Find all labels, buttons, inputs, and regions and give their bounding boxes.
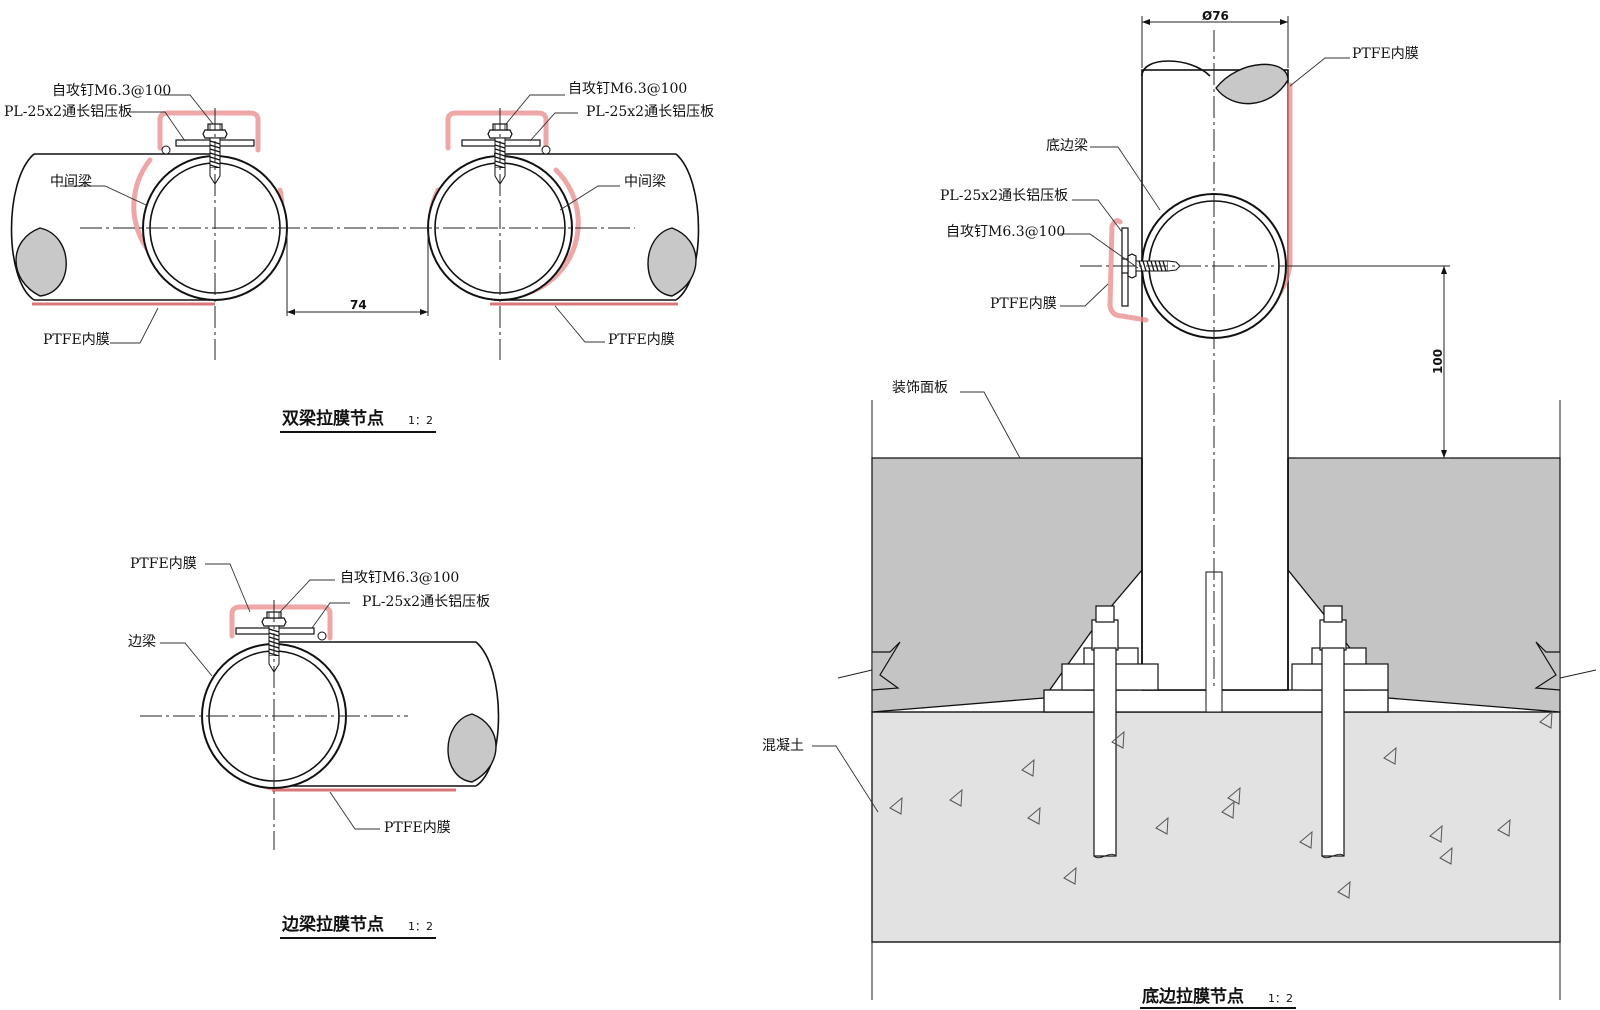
label-edge-beam: 边梁 bbox=[128, 634, 156, 650]
label-beam-right: 中间梁 bbox=[624, 174, 666, 190]
right-beam-outline bbox=[494, 153, 676, 301]
anchor-bolt-icon bbox=[1061, 605, 1159, 859]
label-membrane-right: PTFE内膜 bbox=[608, 332, 675, 348]
dim-height: 100 bbox=[1431, 349, 1445, 374]
dim-spacing: 74 bbox=[350, 298, 367, 312]
concrete-block bbox=[871, 711, 1561, 943]
label-edge-membrane-bottom: PTFE内膜 bbox=[384, 820, 451, 836]
label-finish-panel: 装饰面板 bbox=[892, 380, 948, 396]
scale-bottom-edge: 1：2 bbox=[1268, 992, 1293, 1005]
label-concrete: 混凝土 bbox=[762, 738, 804, 754]
label-plate-right: PL-25x2通长铝压板 bbox=[586, 104, 714, 120]
post-section-hatch bbox=[1215, 63, 1289, 105]
detail-double-beam: 74 自攻钉M6.3@100 PL-25x2通长铝压板 中间梁 PTFE内膜 自… bbox=[4, 81, 714, 433]
membrane-left-top bbox=[157, 110, 261, 153]
dim-diameter: Ø76 bbox=[1202, 9, 1229, 23]
label-membrane-left: PTFE内膜 bbox=[43, 332, 110, 348]
label-screw-right: 自攻钉M6.3@100 bbox=[568, 81, 687, 97]
left-beam-outline bbox=[34, 153, 210, 301]
detail-bottom-edge: Ø76 100 PTFE内膜 底边梁 PL-25x2通长铝压板 自攻钉M6.3@… bbox=[762, 9, 1597, 1009]
label-beam-left: 中间梁 bbox=[50, 174, 92, 190]
scale-edge-beam: 1：2 bbox=[408, 920, 433, 933]
title-double-beam: 双梁拉膜节点 bbox=[282, 408, 384, 429]
label-bottom-beam: 底边梁 bbox=[1046, 138, 1088, 154]
title-edge-beam: 边梁拉膜节点 bbox=[281, 914, 384, 935]
membrane-right-top bbox=[445, 110, 549, 153]
label-bottom-membrane-side: PTFE内膜 bbox=[990, 296, 1057, 312]
label-edge-plate: PL-25x2通长铝压板 bbox=[362, 594, 490, 610]
anchor-bolt-icon bbox=[1291, 605, 1389, 859]
left-beam-section-hatch bbox=[15, 227, 67, 297]
label-edge-screw: 自攻钉M6.3@100 bbox=[340, 570, 459, 586]
label-screw-left: 自攻钉M6.3@100 bbox=[52, 83, 171, 99]
right-beam-section-hatch bbox=[647, 227, 697, 297]
label-plate-left: PL-25x2通长铝压板 bbox=[4, 104, 132, 120]
edge-beam-section-hatch bbox=[447, 713, 497, 783]
label-edge-membrane-top: PTFE内膜 bbox=[130, 556, 197, 572]
detail-edge-beam: PTFE内膜 自攻钉M6.3@100 PL-25x2通长铝压板 边梁 PTFE内… bbox=[128, 556, 500, 939]
label-bottom-membrane-top: PTFE内膜 bbox=[1352, 46, 1419, 62]
label-bottom-screw: 自攻钉M6.3@100 bbox=[946, 224, 1065, 240]
title-bottom-edge: 底边拉膜节点 bbox=[1142, 986, 1244, 1007]
label-bottom-plate: PL-25x2通长铝压板 bbox=[940, 188, 1068, 204]
scale-double-beam: 1：2 bbox=[408, 414, 433, 427]
